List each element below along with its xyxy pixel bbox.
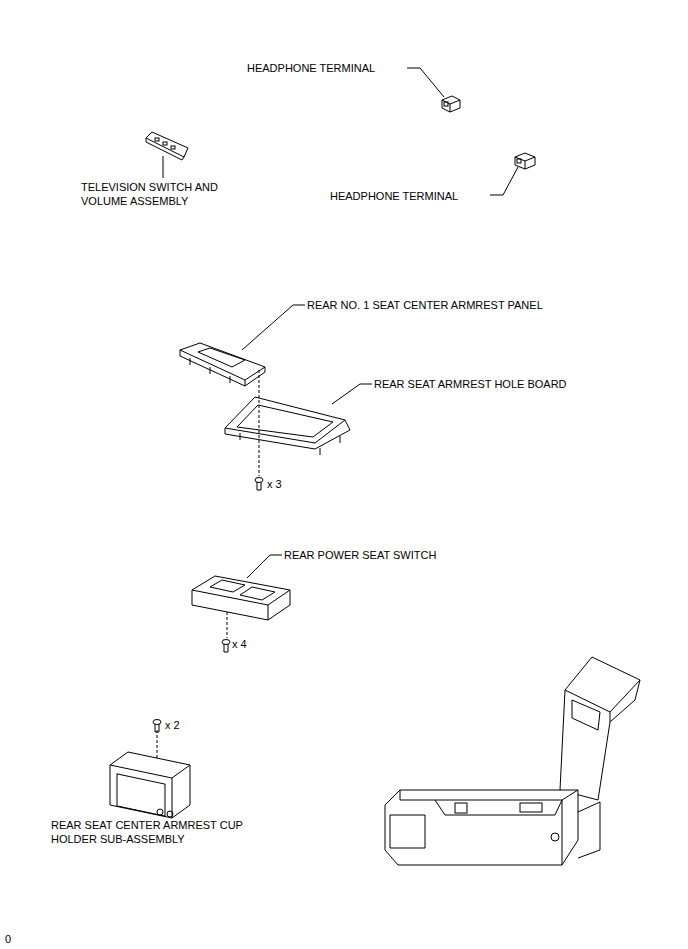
part-label: HEADPHONE TERMINAL (247, 61, 375, 75)
cup-holder (110, 752, 190, 818)
part-label: x 2 (165, 718, 180, 732)
leader-line (407, 68, 444, 97)
dashed-line (157, 730, 158, 760)
part-label: x 3 (267, 477, 282, 491)
dashed-line (259, 370, 260, 476)
screw (222, 640, 230, 653)
armrest-panel (180, 343, 265, 386)
leader-line (490, 167, 518, 195)
dashed-line (227, 612, 228, 638)
leader-line (332, 384, 372, 404)
headphone-terminal (515, 153, 535, 169)
headphone-terminal (442, 96, 460, 112)
page-number: 0 (5, 932, 11, 946)
part-label: REAR SEAT ARMREST HOLE BOARD (374, 377, 567, 391)
part-label: REAR NO. 1 SEAT CENTER ARMREST PANEL (307, 298, 543, 312)
television-switch (146, 132, 188, 160)
armrest-console (385, 657, 640, 865)
part-label: x 4 (232, 637, 247, 651)
screw (153, 720, 161, 733)
leader-line (163, 156, 164, 178)
armrest-hole-board (225, 397, 350, 455)
power-seat-switch (192, 576, 290, 620)
part-label: TELEVISION SWITCH AND VOLUME ASSEMBLY (81, 180, 239, 208)
part-label: REAR SEAT CENTER ARMREST CUP HOLDER SUB-… (51, 818, 279, 846)
part-label: HEADPHONE TERMINAL (330, 189, 458, 203)
screw (255, 478, 263, 491)
part-label: REAR POWER SEAT SWITCH (284, 548, 436, 562)
leader-line (242, 305, 305, 350)
leader-line (247, 555, 282, 578)
